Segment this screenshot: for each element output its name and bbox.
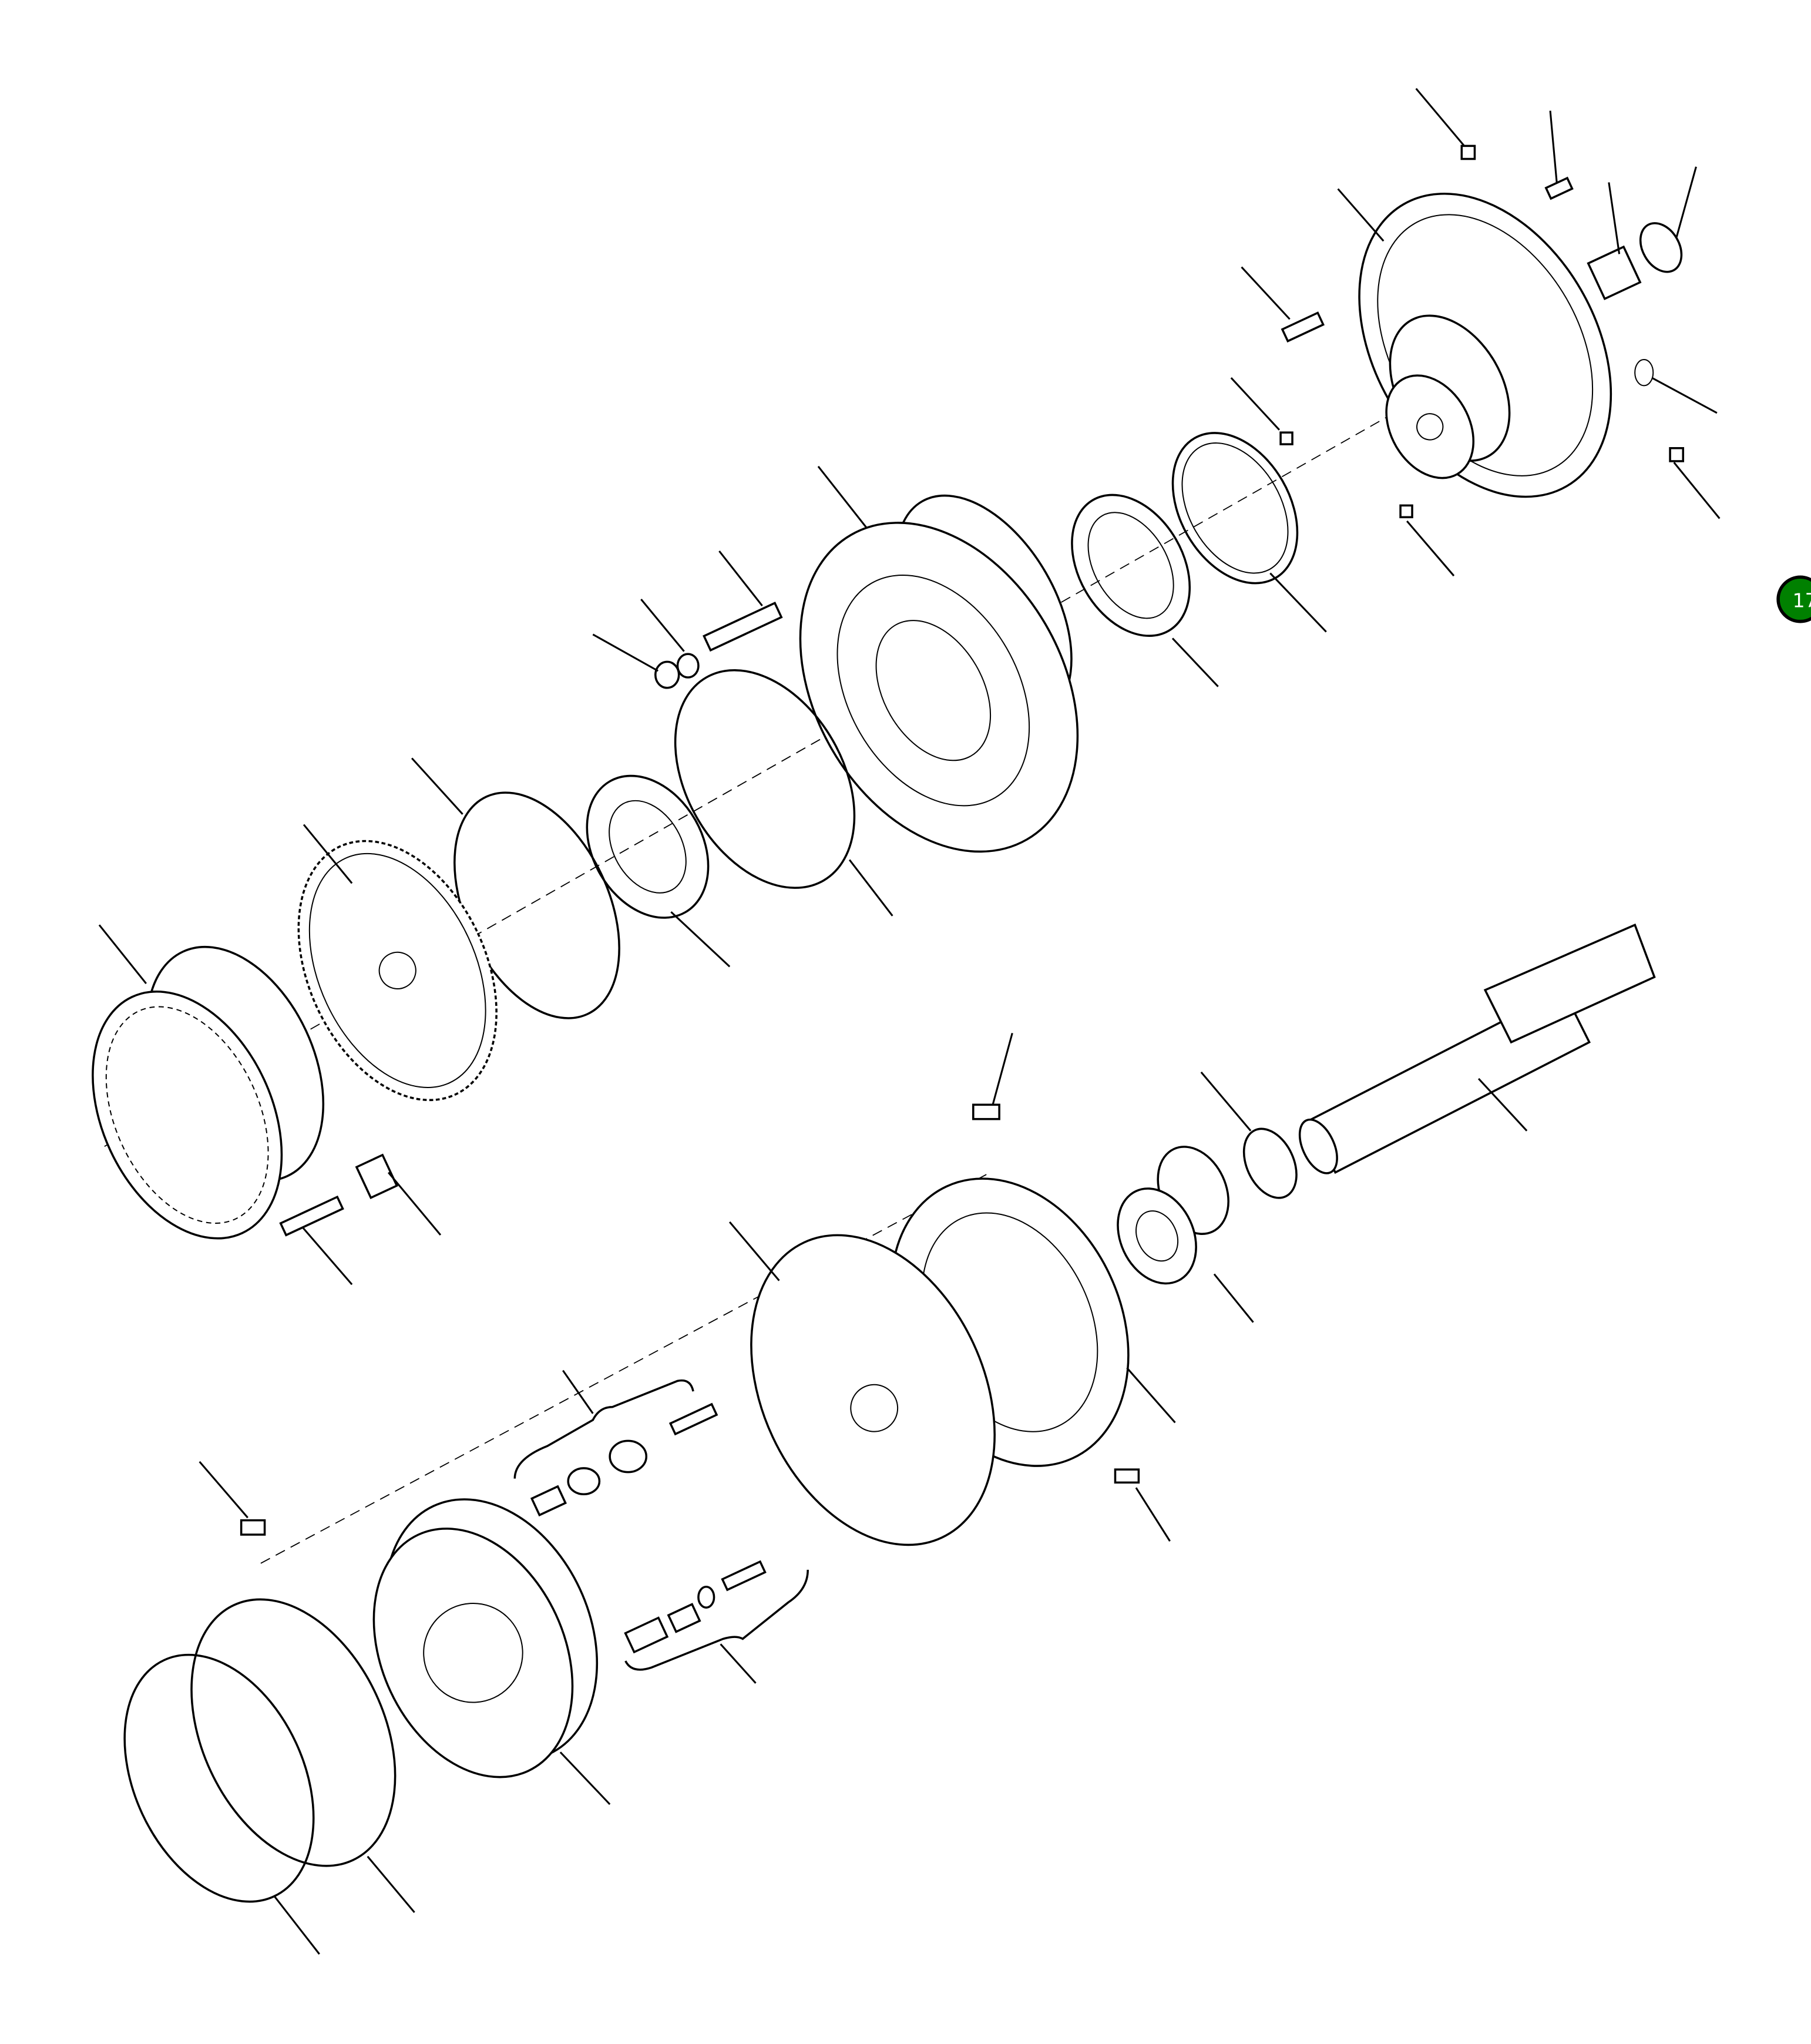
hub-housing [1358,192,1612,498]
axis-line-lower [260,1172,991,1564]
pin [240,1519,266,1536]
callout-badge-label: 17 [1793,589,1811,612]
axle-shaft [1298,923,1656,1174]
small-parts-top [1279,145,1685,519]
spline-coupling [1117,1146,1229,1285]
spring-kit-lower [624,1560,809,1671]
brake-disc [750,1234,996,1546]
o-ring [674,669,856,889]
bearing [1071,494,1191,637]
callout-badge[interactable]: 17 [1776,575,1811,623]
sun-gear-plate [297,840,498,1102]
bolt [279,1195,344,1237]
bearing-cone [586,774,710,919]
seal-ring-inner [123,1653,315,1903]
ring-gear [92,945,325,1240]
brake-piston [372,1498,599,1778]
pin [1114,1468,1140,1484]
leader-lines [98,88,1721,1955]
wheel-hub [799,494,1079,853]
circlip [1242,1127,1298,1199]
spring-kit-upper [513,1379,718,1517]
seal-ring-outer [190,1598,397,1867]
pin [972,1103,1000,1120]
studs-nuts [654,602,783,689]
seal-ring [1171,432,1299,585]
bushing [355,1153,398,1200]
